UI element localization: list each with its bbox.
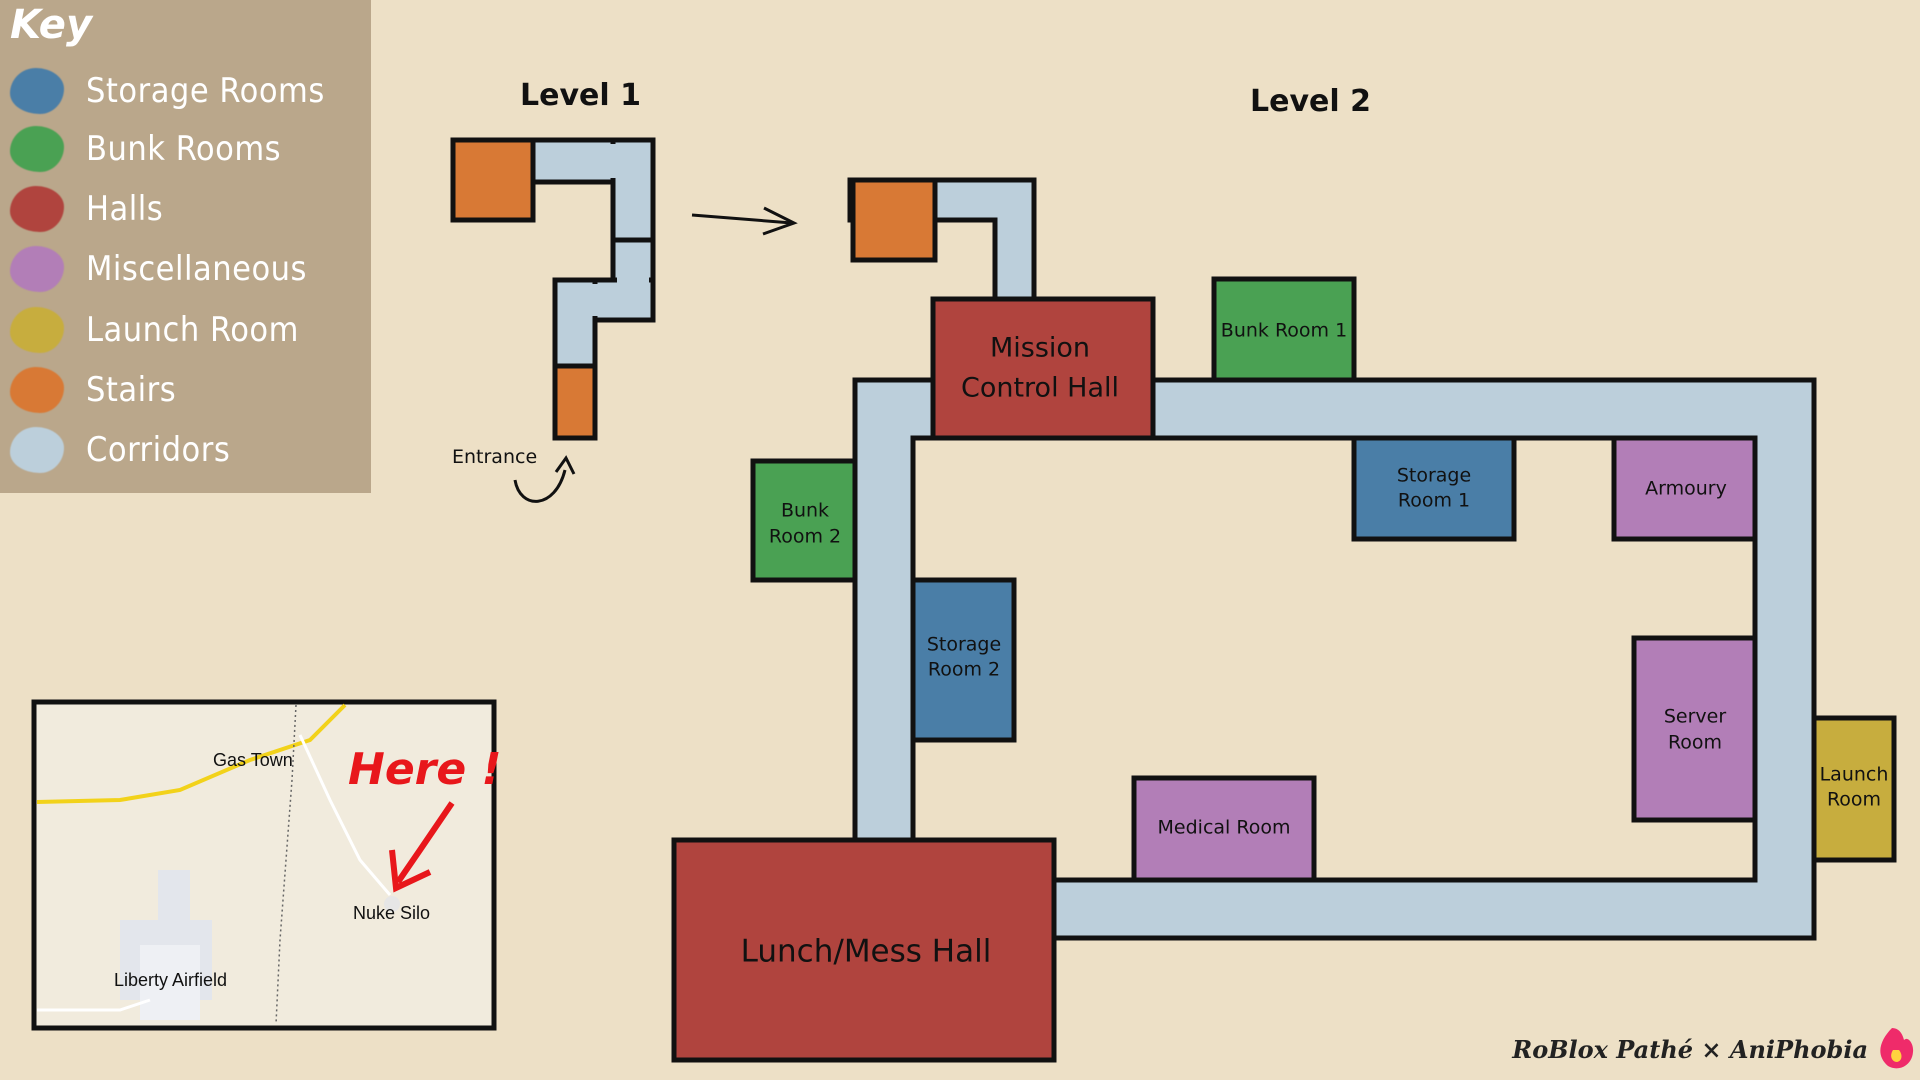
minimap-boundary bbox=[275, 704, 297, 1025]
corridors-swatch bbox=[10, 427, 64, 473]
level1-corridor-outline bbox=[533, 137, 656, 369]
storage-room-2-label-2: Room 2 bbox=[928, 659, 1000, 681]
mission-control-label-2: Control Hall bbox=[961, 373, 1119, 404]
here-label: Here ! bbox=[348, 744, 502, 795]
lunch-mess-hall-label: Lunch/Mess Hall bbox=[741, 934, 992, 970]
entrance-arrow-icon bbox=[513, 469, 567, 503]
level1-stairs-bottom bbox=[552, 363, 598, 441]
here-arrowhead-icon bbox=[389, 849, 432, 893]
storage-room-1 bbox=[1351, 435, 1517, 542]
legend-label: Storage Rooms bbox=[86, 71, 325, 111]
minimap-path-1 bbox=[298, 734, 392, 896]
aniphobia-logo-icon bbox=[1880, 1028, 1914, 1069]
launch-room-swatch bbox=[10, 307, 64, 353]
level2-stairs bbox=[850, 177, 938, 263]
mission-control-hall bbox=[930, 296, 1156, 441]
legend-label: Bunk Rooms bbox=[86, 129, 282, 169]
here-arrow-icon bbox=[395, 801, 455, 884]
legend-item-storage-rooms: Storage Rooms bbox=[10, 66, 325, 116]
aniphobia-logo-inner-icon bbox=[1891, 1050, 1902, 1062]
nuke-silo-label: Nuke Silo bbox=[353, 903, 430, 923]
launch-room-label-1: Launch bbox=[1820, 764, 1889, 786]
minimap-main-road bbox=[36, 703, 347, 804]
legend-item-bunk-rooms: Bunk Rooms bbox=[10, 124, 281, 174]
legend-item-corridors: Corridors bbox=[10, 425, 230, 475]
bunk-rooms-swatch bbox=[10, 126, 64, 172]
legend-title: Key bbox=[10, 2, 93, 48]
miscellaneous-swatch bbox=[10, 246, 64, 292]
lunch-mess-hall bbox=[671, 837, 1057, 1063]
legend-label: Miscellaneous bbox=[86, 249, 307, 289]
storage-rooms-swatch bbox=[10, 68, 64, 114]
entrance-arrowhead-icon bbox=[554, 455, 576, 475]
mission-control-label-1: Mission bbox=[990, 333, 1090, 364]
halls-swatch bbox=[10, 186, 64, 232]
gas-town-label: Gas Town bbox=[213, 750, 293, 770]
liberty-airfield-label: Liberty Airfield bbox=[114, 970, 227, 990]
legend-label: Launch Room bbox=[86, 310, 299, 350]
bunk-room-1-label: Bunk Room 1 bbox=[1221, 320, 1347, 342]
level2-title: Level 2 bbox=[1250, 84, 1371, 119]
level1-stairs-top bbox=[450, 137, 536, 223]
minimap-path-2 bbox=[37, 998, 151, 1012]
legend-label: Stairs bbox=[86, 370, 177, 410]
launch-room-label-2: Room bbox=[1827, 789, 1881, 811]
bunk-room-1 bbox=[1211, 276, 1357, 383]
legend-label: Corridors bbox=[86, 430, 231, 470]
minimap: Gas Town Nuke Silo Liberty Airfield Here… bbox=[31, 699, 502, 1031]
storage-room-2 bbox=[910, 577, 1017, 743]
legend-panel: Key Storage Rooms Bunk Rooms Halls Misce… bbox=[0, 0, 371, 493]
armoury bbox=[1611, 435, 1758, 542]
launch-room bbox=[1811, 715, 1897, 863]
legend-item-miscellaneous: Miscellaneous bbox=[10, 244, 307, 294]
bunk-room-2-label-1: Bunk bbox=[781, 500, 829, 522]
legend-item-halls: Halls bbox=[10, 184, 163, 234]
server-room bbox=[1631, 635, 1758, 823]
storage-room-2-label-1: Storage bbox=[927, 634, 1001, 656]
legend-item-stairs: Stairs bbox=[10, 365, 176, 415]
credit-signature: RoBlox Pathé × AniPhobia bbox=[1512, 1035, 1868, 1064]
level1-title: Level 1 bbox=[520, 78, 641, 113]
bunk-room-2 bbox=[750, 458, 858, 583]
stairs-swatch bbox=[10, 367, 64, 413]
legend-item-launch-room: Launch Room bbox=[10, 305, 299, 355]
bunk-room-2-label-2: Room 2 bbox=[769, 526, 841, 548]
level-transition-arrowhead-icon bbox=[762, 206, 798, 236]
server-room-label-2: Room bbox=[1668, 732, 1722, 754]
medical-room bbox=[1131, 775, 1317, 883]
level1-corridor-fill bbox=[537, 144, 649, 364]
armoury-label: Armoury bbox=[1645, 478, 1727, 500]
airfield-shape bbox=[120, 870, 212, 1020]
storage-room-1-label-2: Room 1 bbox=[1398, 490, 1470, 512]
legend-label: Halls bbox=[86, 189, 164, 229]
server-room-label-1: Server bbox=[1664, 706, 1726, 728]
entrance-label: Entrance bbox=[452, 446, 537, 468]
level-transition-arrow-icon bbox=[691, 213, 793, 225]
nuke-silo-marker-icon bbox=[384, 896, 400, 912]
storage-room-1-label-1: Storage bbox=[1397, 465, 1471, 487]
medical-room-label: Medical Room bbox=[1158, 817, 1291, 839]
